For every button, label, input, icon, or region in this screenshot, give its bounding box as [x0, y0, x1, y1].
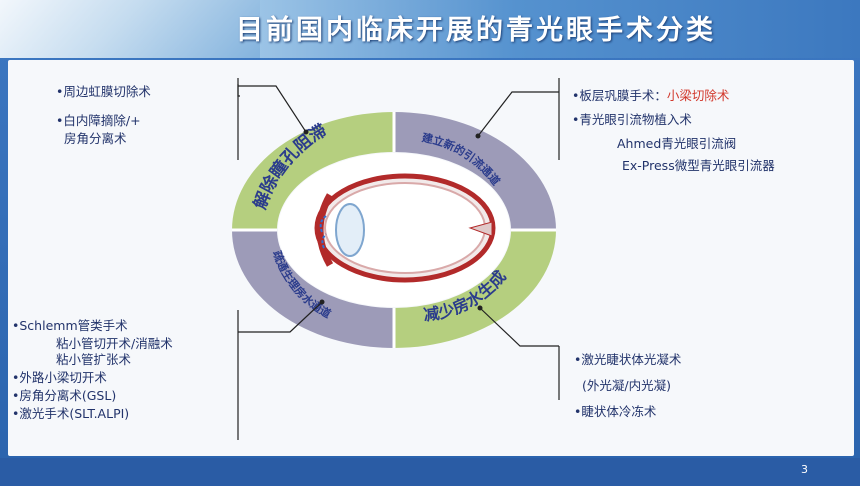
list-top-right-item-2: •青光眼引流物植入术: [572, 112, 692, 127]
list-bottom-left-item-1: •Schlemm管类手术: [12, 318, 128, 333]
list-top-right-item-1-prefix: •板层巩膜手术：: [572, 88, 667, 103]
list-bottom-right-item-1: •激光睫状体光凝术: [574, 352, 682, 367]
list-bottom-right-item-3: •睫状体冷冻术: [574, 404, 657, 419]
list-bottom-left-item-5: •房角分离术(GSL): [12, 388, 117, 403]
list-top-left-item-2: •白内障摘除/+: [56, 113, 141, 128]
slide-footer: [0, 458, 860, 486]
segment-top-right: [394, 112, 556, 230]
list-top-right-item-1: •板层巩膜手术：小梁切除术: [572, 88, 729, 103]
segment-top-left: [232, 112, 394, 230]
callout-dots: [303, 129, 483, 311]
list-top-left-item-1: •周边虹膜切除术: [56, 84, 151, 99]
list-bottom-left-item-2: 粘小管切开术/消融术: [56, 336, 173, 351]
page-number: 3: [801, 463, 808, 476]
list-bottom-left-item-6: •激光手术(SLT.ALPI): [12, 406, 130, 421]
list-bottom-left-item-4: •外路小梁切开术: [12, 370, 107, 385]
segment-bottom-left: [232, 230, 394, 348]
list-bottom-right-item-2: (外光凝/内光凝): [582, 378, 671, 393]
slide-title: 目前国内临床开展的青光眼手术分类: [236, 15, 716, 46]
eye-illustration: [278, 153, 510, 307]
list-top-right-sub-2: Ex-Press微型青光眼引流器: [622, 158, 775, 173]
header-background-photo: [0, 0, 260, 58]
callout-lines: [237, 78, 560, 440]
segment-bottom-right: [394, 230, 556, 348]
list-bottom-left-item-3: 粘小管扩张术: [56, 352, 132, 367]
list-top-right-item-1-highlight: 小梁切除术: [666, 88, 730, 103]
list-top-right-sub-1: Ahmed青光眼引流阀: [617, 136, 737, 151]
list-top-left-item-3: 房角分离术: [64, 131, 127, 146]
